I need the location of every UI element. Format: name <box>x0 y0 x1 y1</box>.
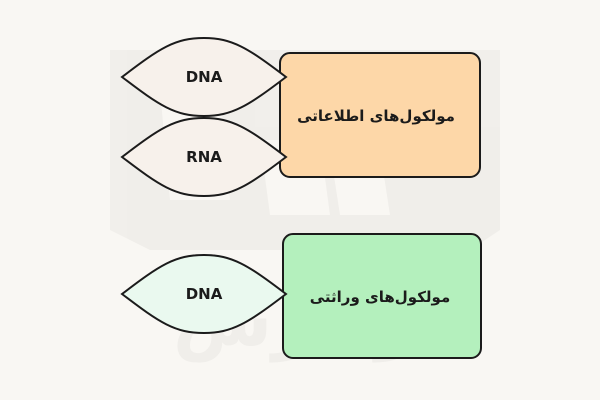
informational-molecules-label: مولکول‌های اطلاعاتی <box>297 107 455 125</box>
hereditary-molecules-label: مولکول‌های وراثتی <box>310 288 451 306</box>
group-informational-molecules: مولکول‌های اطلاعاتی DNA RNA <box>120 36 481 198</box>
rna-diamond <box>120 116 288 198</box>
dna-diamond-bottom <box>120 253 288 335</box>
dna-label-bottom: DNA <box>186 285 223 303</box>
dna-diamond-top <box>120 36 288 118</box>
rna-label: RNA <box>186 148 222 166</box>
group-hereditary-molecules: مولکول‌های وراثتی DNA <box>120 233 482 359</box>
dna-label-top: DNA <box>186 68 223 86</box>
informational-molecules-box <box>279 52 481 178</box>
